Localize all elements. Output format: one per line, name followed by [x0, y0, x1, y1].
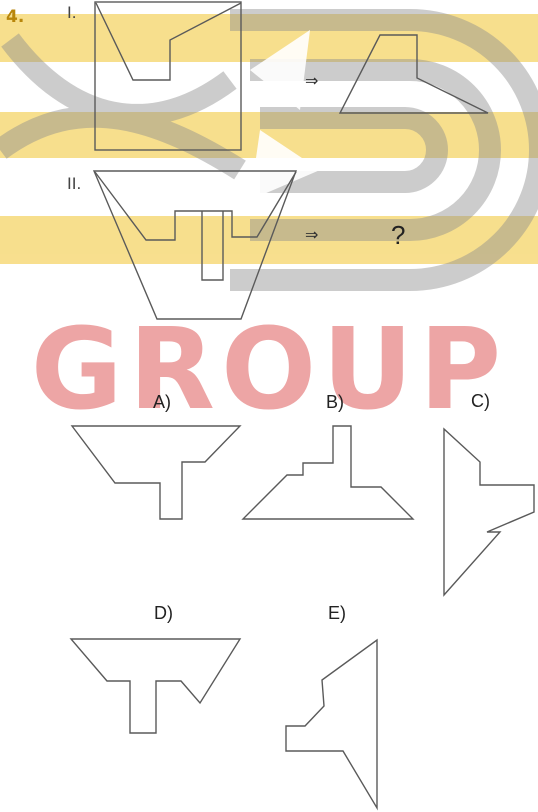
arrow-2: ⇒: [305, 228, 318, 244]
option-e-shape: [286, 640, 377, 808]
option-d-label[interactable]: D): [154, 604, 173, 622]
case-2-label: II.: [67, 175, 81, 192]
arrow-1: ⇒: [305, 74, 318, 90]
option-d-shape: [71, 639, 240, 733]
unknown-mark: ?: [391, 222, 405, 248]
question-number: 4.: [6, 9, 24, 26]
option-e-label[interactable]: E): [328, 604, 346, 622]
option-a-label[interactable]: A): [153, 393, 171, 411]
figure-1-square: [95, 2, 241, 150]
option-a-shape: [72, 426, 240, 519]
option-b-shape: [243, 426, 413, 519]
figure-2-trapezoid: [94, 171, 296, 319]
option-c-shape: [444, 429, 534, 595]
figure-1-result-shape: [340, 35, 488, 113]
option-c-label[interactable]: C): [471, 392, 490, 410]
option-b-label[interactable]: B): [326, 393, 344, 411]
case-1-label: I.: [67, 4, 76, 21]
